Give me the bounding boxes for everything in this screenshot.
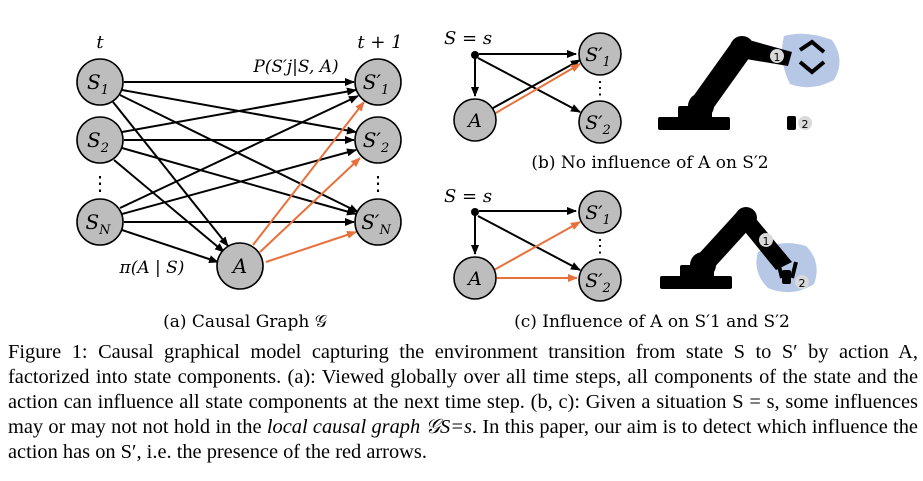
panel-b-node-s1-prime: S′1 <box>578 32 622 76</box>
panel-c-node-s2-prime: S′2 <box>578 258 622 302</box>
panel-b-dots: ⋮ <box>591 78 609 99</box>
panel-b-node-action: A <box>453 98 497 142</box>
node-s2: S2 <box>76 116 124 164</box>
gripper-highlight-b <box>782 33 840 88</box>
panel-b: S = s A S′1 ⋮ S′2 1 <box>444 28 840 173</box>
robot-b-marker-1: 1 <box>774 51 781 64</box>
panel-c: S = s A S′1 ⋮ S′2 1 <box>444 186 817 332</box>
figure-caption-prefix: Figure 1: <box>8 341 99 363</box>
robot-arm-b: 1 2 <box>658 33 840 131</box>
svg-text:S′1: S′1 <box>363 70 390 98</box>
svg-text:S′2: S′2 <box>585 270 611 296</box>
figure-caption-part2: . In this paper, our aim is to detect wh… <box>8 416 918 463</box>
svg-text:S′2: S′2 <box>363 128 390 156</box>
figure-caption: Figure 1: Causal graphical model capturi… <box>8 340 918 465</box>
node-action: A <box>216 242 264 290</box>
policy-label: π(A | S) <box>119 258 185 278</box>
svg-text:S′1: S′1 <box>585 44 611 70</box>
policy-edges <box>112 101 229 263</box>
time-label-t: t <box>96 32 104 53</box>
panel-a-caption: (a) Causal Graph 𝒢 <box>163 312 327 332</box>
robot-b-marker-2: 2 <box>802 118 809 131</box>
dots-left: ⋮ <box>90 171 110 195</box>
robot-arm-c: 1 2 <box>660 207 817 293</box>
figure-caption-emphasis: local causal graph 𝒢S=s <box>266 416 472 438</box>
panel-a: t t + 1 P(S′j|S, A) π(A | S) <box>76 32 403 332</box>
robot-c-marker-1: 1 <box>763 235 770 248</box>
svg-text:A: A <box>231 254 247 278</box>
panel-b-state-label: S = s <box>444 28 492 49</box>
node-sn: SN <box>76 198 124 246</box>
action-influence-edges <box>252 101 365 263</box>
svg-text:A: A <box>466 110 482 132</box>
svg-text:S2: S2 <box>87 128 109 156</box>
svg-text:A: A <box>466 268 482 290</box>
transition-probability-label: P(S′j|S, A) <box>252 57 338 77</box>
node-sn-prime: S′N <box>354 198 402 246</box>
panel-c-caption: (c) Influence of A on S′1 and S′2 <box>514 312 790 332</box>
panel-b-node-s2-prime: S′2 <box>578 100 622 144</box>
time-label-t-plus-1: t + 1 <box>357 32 402 53</box>
node-s1: S1 <box>76 58 124 106</box>
dots-right: ⋮ <box>368 171 388 195</box>
svg-text:S′N: S′N <box>361 210 391 238</box>
panel-c-state-label: S = s <box>444 186 492 207</box>
causal-graph-figure: t t + 1 P(S′j|S, A) π(A | S) <box>76 28 840 332</box>
figure-caption-part1: Causal graphical model capturing the env… <box>8 341 918 438</box>
panel-c-dots: ⋮ <box>591 236 609 257</box>
robot-b-marker-1-bg <box>770 49 784 63</box>
svg-text:S′1: S′1 <box>585 202 611 228</box>
robot-c-marker-2: 2 <box>799 277 806 290</box>
state-transition-edges <box>119 78 359 226</box>
panel-c-node-s1-prime: S′1 <box>578 190 622 234</box>
svg-text:SN: SN <box>85 210 111 238</box>
panel-b-caption: (b) No influence of A on S′2 <box>531 153 768 173</box>
svg-text:S1: S1 <box>87 70 109 98</box>
panel-c-node-action: A <box>453 256 497 300</box>
svg-text:S′2: S′2 <box>585 112 611 138</box>
node-s2-prime: S′2 <box>354 116 402 164</box>
node-s1-prime: S′1 <box>354 58 402 106</box>
